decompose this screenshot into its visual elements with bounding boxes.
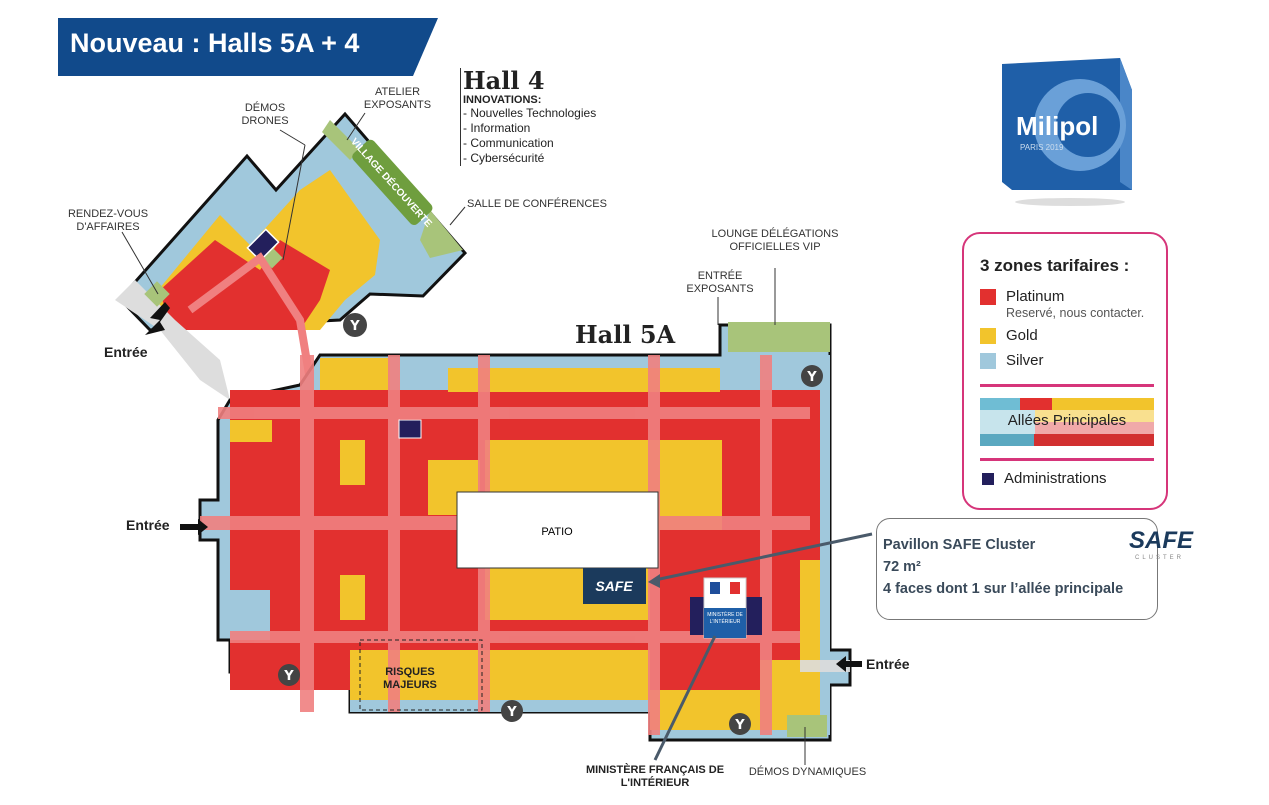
safe-faces: 4 faces dont 1 sur l’allée principale	[883, 581, 1124, 597]
allees-label: Allées Principales	[1007, 412, 1127, 429]
entree-label: Entrée	[104, 344, 148, 360]
patio-label: PATIO	[541, 526, 573, 538]
svg-text:Y: Y	[283, 669, 294, 684]
bar-icon	[501, 700, 523, 722]
platinum-swatch	[980, 288, 996, 305]
label-entree-exposants: ENTRÉE EXPOSANTS	[686, 270, 754, 295]
svg-text:Y: Y	[349, 319, 360, 334]
legend-platinum: Platinum	[980, 288, 1064, 305]
safe-logo: SAFE	[1129, 527, 1194, 554]
hall-5a-area: PATIO SAFE	[198, 322, 873, 761]
platinum-label: Platinum	[1006, 288, 1065, 305]
silver-swatch	[980, 352, 996, 369]
platinum-note: Reservé, nous contacter.	[1006, 306, 1145, 320]
hall-4-item: - Cybersécurité	[463, 151, 545, 165]
legend-divider	[980, 384, 1154, 387]
arrow-icon	[180, 519, 208, 535]
hall-4-area: VILLAGE DÉCOUVERTE	[115, 111, 468, 400]
entree-label: Entrée	[866, 656, 910, 672]
legend-gold: Gold	[980, 327, 1038, 344]
hall-4-info: Hall 4 INNOVATIONS: - Nouvelles Technolo…	[460, 68, 596, 166]
silver-label: Silver	[1006, 352, 1044, 369]
legend-silver: Silver	[980, 352, 1044, 369]
bar-icon	[343, 313, 367, 337]
bar-icon	[729, 713, 751, 735]
logo-sub: PARIS 2019	[1020, 143, 1064, 152]
safe-cluster-stand: SAFE	[583, 568, 646, 604]
hall-4-item: - Information	[463, 121, 531, 135]
label-risques-majeurs: RISQUES MAJEURS	[383, 666, 437, 691]
bar-icons	[278, 313, 823, 735]
bar-icon	[801, 365, 823, 387]
label-rendez-vous: RENDEZ-VOUS D'AFFAIRES	[67, 208, 149, 233]
label-ministere: MINISTÈRE FRANÇAIS DE L'INTÉRIEUR	[585, 764, 725, 789]
legend-title: 3 zones tarifaires :	[980, 256, 1130, 275]
legend-allees: Allées Principales	[980, 398, 1154, 446]
legend-administrations: Administrations	[980, 470, 1107, 487]
svg-text:Y: Y	[734, 718, 745, 733]
ministere-sign-text: MINISTÈRE DE L'INTÉRIEUR	[707, 612, 743, 625]
entrance-arrows	[145, 302, 862, 672]
milipol-logo: Milipol PARIS 2019	[960, 50, 1140, 210]
ministere-stand	[690, 577, 762, 639]
patio	[456, 491, 659, 569]
bar-icon	[278, 664, 300, 686]
banner-title: Nouveau : Halls 5A + 4	[70, 28, 360, 58]
safe-logo-sub: CLUSTER	[1135, 555, 1185, 561]
entree-label: Entrée	[126, 517, 170, 533]
svg-text:Y: Y	[506, 705, 517, 720]
hall-4-item: - Communication	[463, 136, 554, 150]
hall-4-item: - Nouvelles Technologies	[463, 106, 597, 120]
gold-label: Gold	[1006, 327, 1038, 344]
safe-title: Pavillon SAFE Cluster	[883, 537, 1036, 553]
hall-4-subtitle: INNOVATIONS:	[463, 94, 542, 106]
legend-divider	[980, 458, 1154, 461]
svg-text:Y: Y	[806, 370, 817, 385]
admin-block	[398, 419, 422, 439]
risques-majeurs-zone	[359, 639, 483, 711]
safe-stand-logo: SAFE	[595, 578, 633, 594]
hall-4-title: Hall 4	[463, 66, 545, 95]
legend: 3 zones tarifaires : Platinum Reservé, n…	[962, 232, 1168, 510]
admin-swatch	[982, 472, 994, 485]
arrow-icon	[836, 656, 862, 672]
logo-name: Milipol	[1016, 111, 1098, 141]
arrow-icon	[145, 302, 170, 335]
label-atelier-exposants: ATELIER EXPOSANTS	[363, 86, 432, 111]
title-banner: Nouveau : Halls 5A + 4	[58, 18, 438, 76]
safe-area: 72 m²	[883, 559, 921, 575]
label-demos-drones: DÉMOS DRONES	[241, 102, 289, 127]
admin-block	[246, 228, 280, 262]
safe-cluster-callout: Pavillon SAFE Cluster 72 m² 4 faces dont…	[876, 518, 1193, 620]
label-salle-conferences: SALLE DE CONFÉRENCES	[467, 198, 607, 210]
admin-label: Administrations	[1004, 470, 1107, 487]
gold-swatch	[980, 327, 996, 344]
hall-5a-title: Hall 5A	[575, 320, 676, 349]
label-demos-dynamiques: DÉMOS DYNAMIQUES	[748, 766, 867, 778]
label-lounge: LOUNGE DÉLÉGATIONS OFFICIELLES VIP	[711, 228, 839, 253]
